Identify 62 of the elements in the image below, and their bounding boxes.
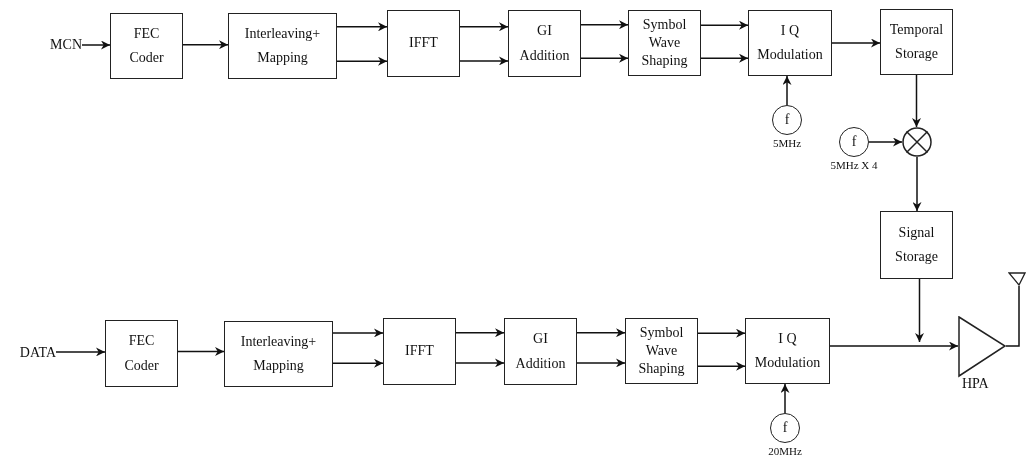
process-box — [745, 318, 830, 384]
arrow — [868, 137, 903, 147]
arrow — [332, 328, 384, 338]
block-label: Signal Storage — [894, 223, 939, 266]
process-box — [625, 318, 698, 384]
process-box — [748, 10, 832, 76]
arrow — [912, 156, 922, 212]
block-label: FEC Coder — [128, 24, 165, 67]
input-label: DATA — [2, 342, 56, 364]
arrow — [697, 328, 746, 338]
arrow — [580, 20, 629, 30]
process-box — [228, 13, 337, 79]
arrow — [700, 20, 749, 30]
arrow — [580, 53, 629, 63]
arrow — [700, 53, 749, 63]
arrow — [55, 347, 106, 357]
arrow — [332, 358, 384, 368]
process-box — [383, 318, 456, 385]
input-label: MCN — [40, 34, 82, 56]
arrow — [697, 361, 746, 371]
arrow — [782, 75, 792, 106]
frequency-label: 5MHz — [772, 137, 802, 149]
amplifier-label: HPA — [962, 376, 989, 392]
block-label: Temporal Storage — [889, 20, 944, 63]
block-label: GI Addition — [514, 330, 567, 373]
arrow — [829, 341, 959, 351]
block-label: Symbol Wave Shaping — [640, 15, 689, 71]
arrow — [336, 22, 388, 32]
block-label: IFFT — [405, 342, 434, 361]
arrow — [459, 56, 509, 66]
arrow — [81, 40, 111, 50]
frequency-label: 5MHz X 4 — [830, 159, 878, 171]
arrow — [576, 358, 626, 368]
block-label: Symbol Wave Shaping — [637, 323, 686, 379]
block-label: Interleaving+ Mapping — [243, 24, 322, 67]
block-label: Interleaving+ Mapping — [239, 332, 318, 375]
process-box — [508, 10, 581, 77]
arrow — [576, 328, 626, 338]
process-box — [110, 13, 183, 79]
block-label: FEC Coder — [123, 332, 160, 375]
process-box — [628, 10, 701, 76]
frequency-label: 20MHz — [768, 445, 802, 457]
arrow — [459, 22, 509, 32]
process-box — [224, 321, 333, 387]
block-label: I Q Modulation — [753, 329, 822, 372]
block-label: IFFT — [409, 34, 438, 53]
arrow — [831, 38, 881, 48]
process-box — [105, 320, 178, 387]
arrow — [177, 347, 225, 356]
process-box — [387, 10, 460, 77]
block-label: GI Addition — [518, 22, 571, 65]
arrow — [455, 358, 505, 368]
arrow — [182, 40, 229, 50]
process-box — [504, 318, 577, 385]
process-box — [880, 9, 953, 75]
arrow — [915, 278, 924, 343]
arrow — [780, 383, 790, 414]
block-label: I Q Modulation — [756, 21, 824, 64]
arrow — [455, 328, 505, 338]
arrow — [912, 74, 921, 128]
arrow — [336, 56, 388, 66]
process-box — [880, 211, 953, 279]
